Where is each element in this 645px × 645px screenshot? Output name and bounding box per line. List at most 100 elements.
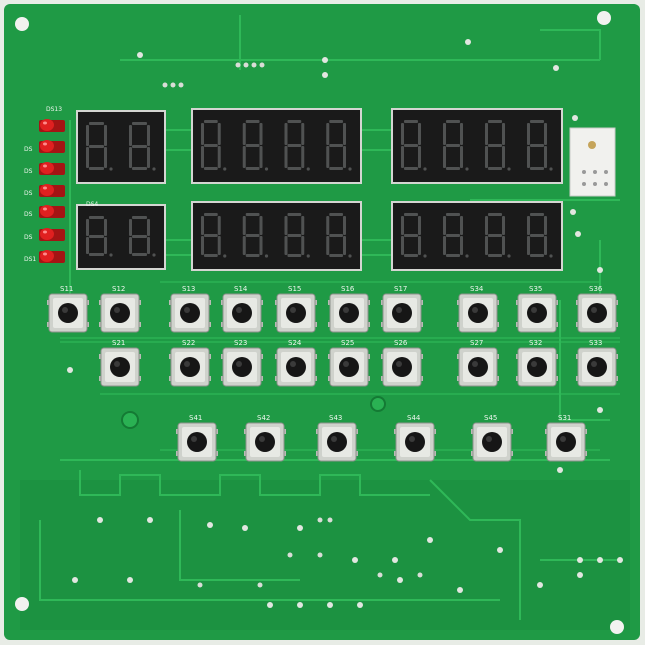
button-label: S33 — [589, 339, 602, 347]
tactile-button-s22[interactable]: S22 — [169, 339, 211, 387]
button-cap[interactable] — [339, 303, 359, 323]
tactile-button-s13[interactable]: S13 — [169, 285, 211, 333]
button-cap[interactable] — [232, 357, 252, 377]
led: DS — [24, 228, 65, 241]
button-label: S23 — [234, 339, 247, 347]
tactile-button-s42[interactable]: S42 — [244, 414, 286, 462]
button-cap[interactable] — [468, 357, 488, 377]
via — [572, 115, 578, 121]
tactile-button-s17[interactable]: S17 — [381, 285, 423, 333]
led-label: DS1 — [24, 256, 36, 263]
via — [597, 407, 603, 413]
led-lens — [40, 184, 54, 196]
tactile-button-s14[interactable]: S14 — [221, 285, 263, 333]
tactile-button-s33[interactable]: S33 — [576, 339, 618, 387]
button-cap[interactable] — [405, 432, 425, 452]
tactile-button-s16[interactable]: S16 — [328, 285, 370, 333]
mounting-hole — [121, 411, 139, 429]
button-cap[interactable] — [110, 357, 130, 377]
button-cap[interactable] — [180, 303, 200, 323]
via — [127, 577, 133, 583]
tactile-button-s24[interactable]: S24 — [275, 339, 317, 387]
led: DS13 — [39, 106, 65, 132]
button-cap[interactable] — [255, 432, 275, 452]
button-label: S42 — [257, 414, 270, 422]
tactile-button-s34[interactable]: S34 — [457, 285, 499, 333]
led-lens — [40, 119, 54, 131]
tactile-button-s45[interactable]: S45 — [471, 414, 513, 462]
via — [352, 557, 358, 563]
tactile-button-s27[interactable]: S27 — [457, 339, 499, 387]
via — [322, 72, 328, 78]
led: DS — [24, 162, 65, 175]
via — [397, 577, 403, 583]
led-lens — [40, 205, 54, 217]
tactile-button-s31[interactable]: S31 — [545, 414, 587, 462]
via — [322, 57, 328, 63]
tactile-button-s41[interactable]: S41 — [176, 414, 218, 462]
led-label: DS — [24, 211, 33, 218]
tactile-button-s21[interactable]: S21 — [99, 339, 141, 387]
tactile-button-s43[interactable]: S43 — [316, 414, 358, 462]
button-cap[interactable] — [527, 357, 547, 377]
button-label: S24 — [288, 339, 302, 347]
button-label: S41 — [189, 414, 202, 422]
tactile-button-s44[interactable]: S44 — [394, 414, 436, 462]
tactile-button-s25[interactable]: S25 — [328, 339, 370, 387]
tactile-button-s12[interactable]: S12 — [99, 285, 141, 333]
button-cap[interactable] — [392, 357, 412, 377]
button-cap[interactable] — [327, 432, 347, 452]
via — [297, 602, 303, 608]
seven-segment-display — [191, 201, 362, 271]
button-cap[interactable] — [110, 303, 130, 323]
led: DS1 — [24, 250, 65, 263]
via — [575, 231, 581, 237]
tactile-button-s35[interactable]: S35 — [516, 285, 558, 333]
seven-segment-display — [76, 110, 166, 184]
tactile-button-s23[interactable]: S23 — [221, 339, 263, 387]
button-cap[interactable] — [286, 303, 306, 323]
mounting-holes — [15, 11, 624, 634]
button-label: S15 — [288, 285, 301, 293]
button-cap[interactable] — [232, 303, 252, 323]
led-lens — [40, 162, 54, 174]
tactile-button-s11[interactable]: S11 — [47, 285, 89, 333]
button-cap[interactable] — [527, 303, 547, 323]
button-cap[interactable] — [286, 357, 306, 377]
button-label: S16 — [341, 285, 355, 293]
tactile-button-s26[interactable]: S26 — [381, 339, 423, 387]
button-cap[interactable] — [187, 432, 207, 452]
button-label: S44 — [407, 414, 421, 422]
tactile-button-s32[interactable]: S32 — [516, 339, 558, 387]
via — [67, 367, 73, 373]
tactile-button-s15[interactable]: S15 — [275, 285, 317, 333]
via — [570, 209, 576, 215]
button-label: S13 — [182, 285, 195, 293]
led-lens — [40, 140, 54, 152]
pin-headers — [162, 62, 423, 588]
button-cap[interactable] — [392, 303, 412, 323]
button-cap[interactable] — [587, 303, 607, 323]
button-cap[interactable] — [339, 357, 359, 377]
button-cap[interactable] — [468, 303, 488, 323]
button-cap[interactable] — [587, 357, 607, 377]
led: DS — [24, 184, 65, 197]
button-label: S26 — [394, 339, 408, 347]
via — [137, 52, 143, 58]
mounting-hole — [610, 620, 624, 634]
via — [537, 582, 543, 588]
button-label: S12 — [112, 285, 125, 293]
display-label: DS4 — [86, 201, 98, 208]
via — [497, 547, 503, 553]
button-cap[interactable] — [556, 432, 576, 452]
button-label: S11 — [60, 285, 73, 293]
tactile-button-s36[interactable]: S36 — [576, 285, 618, 333]
led-label: DS — [24, 190, 33, 197]
button-cap[interactable] — [482, 432, 502, 452]
button-label: S32 — [529, 339, 542, 347]
button-cap[interactable] — [58, 303, 78, 323]
button-cap[interactable] — [180, 357, 200, 377]
via — [553, 65, 559, 71]
